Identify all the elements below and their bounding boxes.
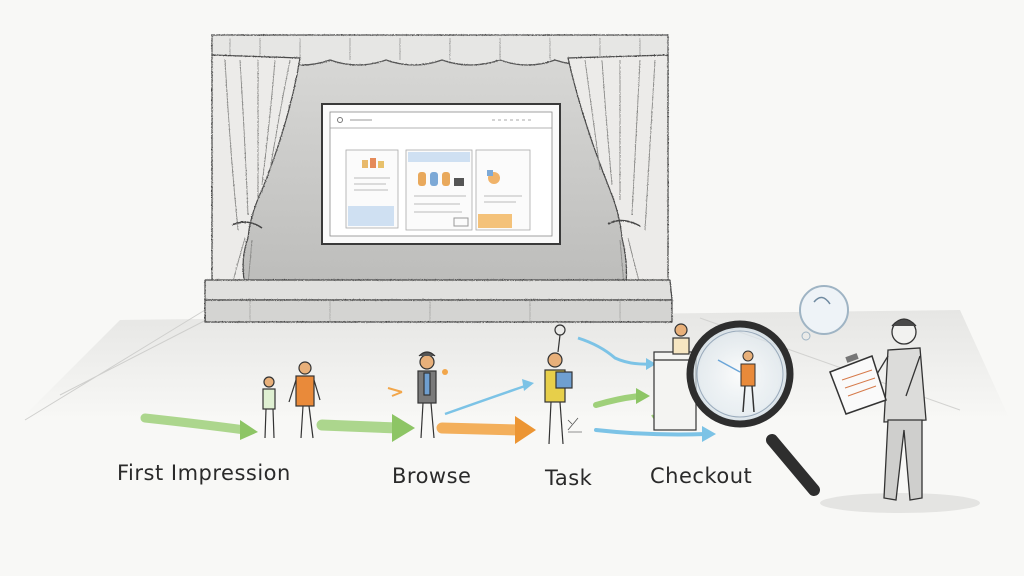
person-browse	[417, 351, 448, 439]
observer-person	[820, 318, 980, 513]
clipboard-icon	[829, 353, 887, 415]
magnifying-glass-icon	[686, 320, 820, 496]
journey-arrows	[140, 336, 716, 444]
stage-label-task: Task	[545, 466, 593, 490]
person-child	[262, 376, 276, 439]
stage-label-browse: Browse	[392, 464, 472, 488]
person-orange-vest	[288, 361, 321, 439]
stage-label-first-impression: First Impression	[117, 461, 291, 485]
person-task	[544, 324, 582, 445]
stage-label-checkout: Checkout	[650, 464, 753, 488]
screen-mockup-icon	[321, 103, 561, 245]
speech-bubble-icon	[799, 285, 849, 341]
